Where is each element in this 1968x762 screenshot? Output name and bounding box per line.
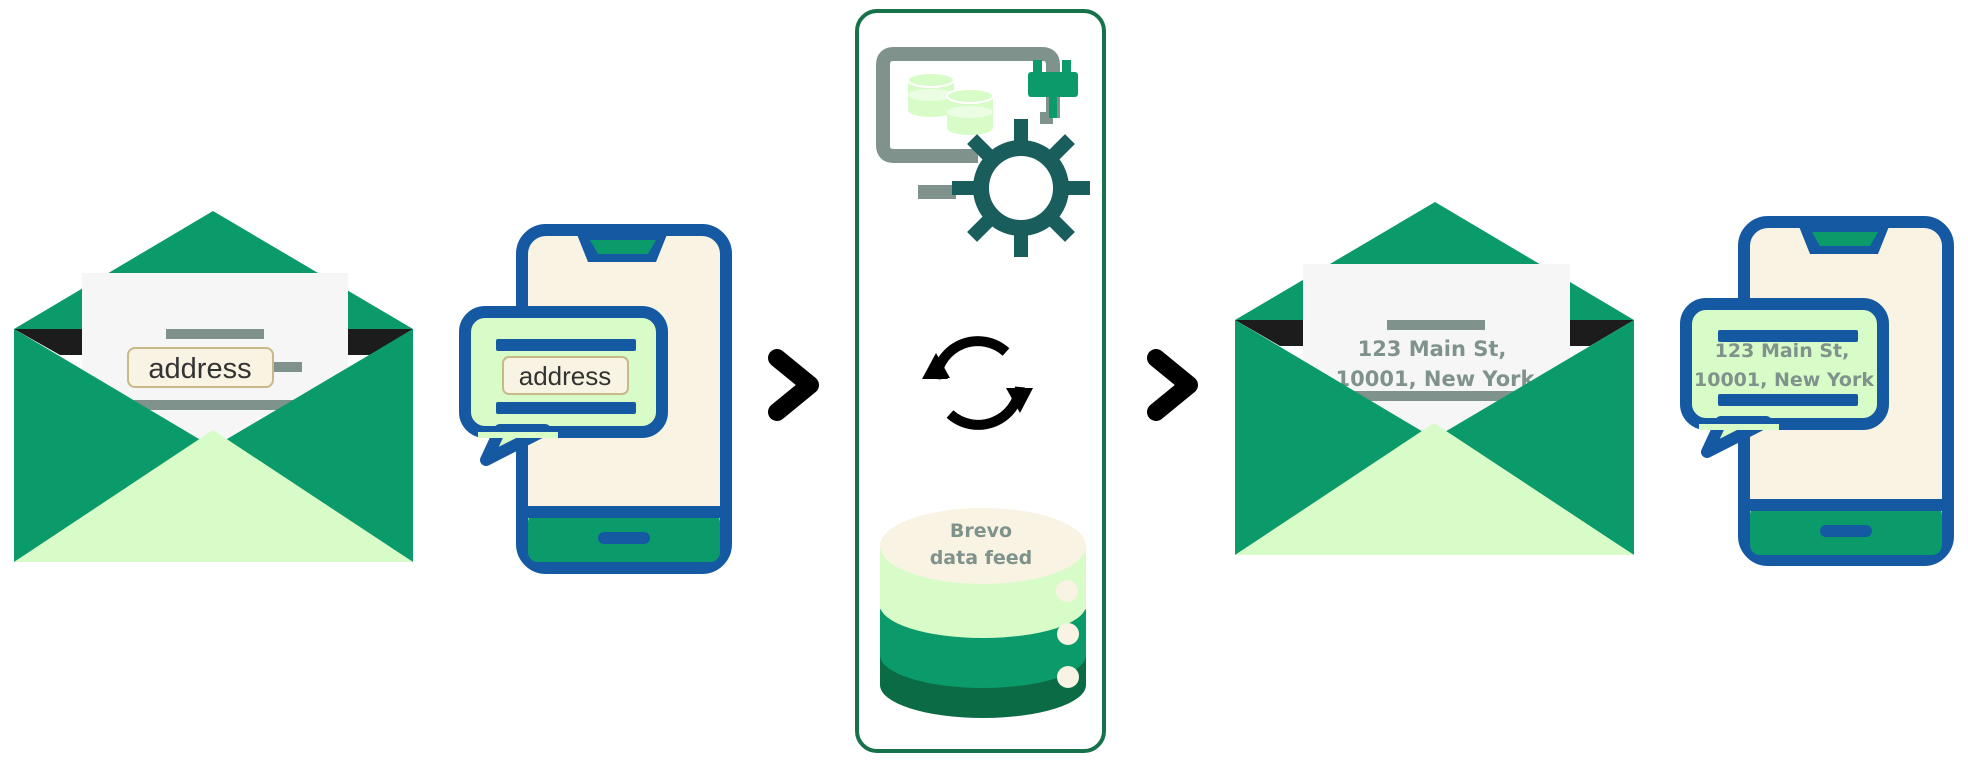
text-line bbox=[125, 400, 305, 410]
data-stack-icon bbox=[907, 72, 994, 135]
envelope-personalized-icon: 123 Main St, 10001, New York bbox=[1235, 202, 1634, 555]
text-line bbox=[1387, 320, 1485, 330]
text-line bbox=[266, 362, 302, 372]
placeholder-text: address bbox=[148, 353, 251, 385]
placeholder-text: address bbox=[519, 361, 612, 391]
gear-icon bbox=[952, 119, 1090, 257]
address-line: 10001, New York bbox=[1336, 367, 1536, 391]
data-feed-label: data feed bbox=[930, 547, 1033, 569]
phone-template-icon: address bbox=[459, 224, 732, 574]
chevron-right-icon bbox=[768, 349, 819, 421]
text-line bbox=[1350, 391, 1530, 401]
text-line bbox=[166, 329, 264, 339]
database-icon: Brevo data feed bbox=[880, 508, 1086, 718]
phone-personalized-icon: 123 Main St, 10001, New York bbox=[1680, 216, 1954, 566]
sms-bubble-personalized: 123 Main St, 10001, New York bbox=[1680, 298, 1889, 458]
server-gear-icon bbox=[876, 47, 1090, 257]
address-line: 123 Main St, bbox=[1715, 340, 1850, 362]
placeholder-chip: address bbox=[127, 347, 274, 388]
envelope-template-icon: address bbox=[14, 211, 413, 562]
sync-icon bbox=[922, 336, 1033, 430]
address-line: 10001, New York bbox=[1694, 369, 1874, 391]
chevron-right-icon bbox=[1147, 349, 1198, 421]
sms-bubble-template: address bbox=[459, 306, 668, 466]
address-line: 123 Main St, bbox=[1358, 337, 1507, 361]
data-feed-label: Brevo bbox=[950, 520, 1012, 542]
